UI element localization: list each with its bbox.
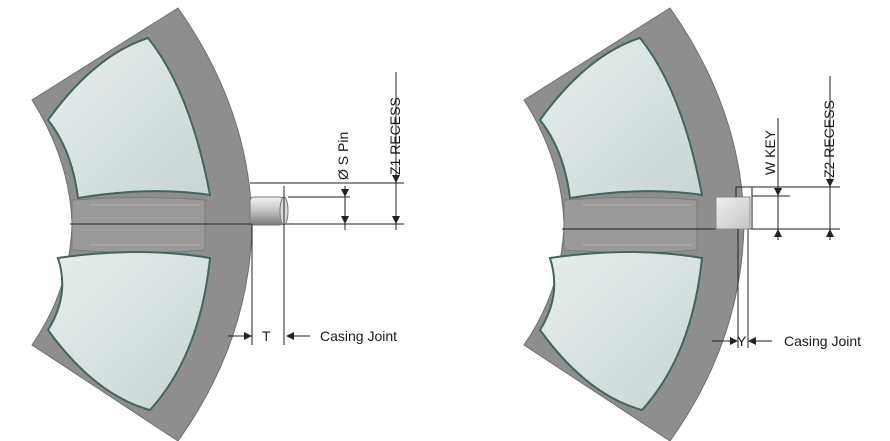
right-recess-label: Z2 RECESS — [821, 100, 837, 178]
right-gap-label: Y — [737, 333, 747, 349]
right-joint-label: Casing Joint — [784, 333, 861, 349]
left-view: T Casing Joint Ø S Pin Z1 RECESS — [31, 7, 404, 441]
left-gap-label: T — [262, 328, 271, 344]
left-lower-shoe — [46, 251, 212, 412]
right-key-width-label: W KEY — [762, 129, 778, 175]
left-recess-label: Z1 RECESS — [387, 97, 403, 175]
left-pin — [249, 196, 289, 226]
left-bore-groove — [71, 197, 206, 253]
right-bore-groove — [563, 197, 698, 253]
right-key — [715, 196, 751, 230]
right-lower-shoe — [538, 251, 704, 412]
left-upper-shoe — [46, 36, 212, 200]
right-upper-shoe — [538, 36, 704, 200]
left-pin-diameter-label: Ø S Pin — [335, 132, 351, 180]
right-view: Y Casing Joint W KEY Z2 RECESS — [523, 7, 861, 441]
left-joint-label: Casing Joint — [320, 328, 397, 344]
